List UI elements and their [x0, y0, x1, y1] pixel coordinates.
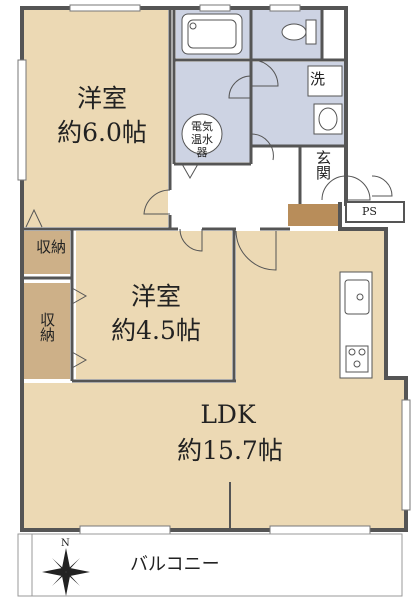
entrance-floor	[300, 146, 344, 204]
balcony-label: バルコニー	[130, 554, 220, 575]
storage-2-floor	[24, 283, 70, 379]
storage-1-floor	[24, 231, 70, 274]
entrance-label: 玄関	[314, 150, 332, 180]
doors	[25, 59, 393, 369]
water-heater-label: 電気温水器	[191, 120, 213, 159]
balcony	[17, 533, 403, 597]
kitchen-fixtures	[344, 279, 370, 373]
inner-walls	[22, 8, 346, 528]
western-room-2-floor	[76, 231, 232, 379]
washbasin	[313, 103, 343, 135]
shoebox	[288, 204, 338, 226]
washing-machine-spot	[307, 65, 343, 97]
ldk-floor	[24, 231, 404, 528]
western-room-1-size: 約6.0帖	[57, 118, 147, 147]
toilet	[281, 19, 317, 45]
western-room-2-name: 洋室	[130, 282, 181, 311]
western-room-2-size: 約4.5帖	[111, 316, 201, 345]
compass-icon	[42, 548, 90, 596]
storage-2-label: 収納	[38, 312, 56, 342]
hallway-floor	[172, 164, 300, 227]
pipe-space-box	[345, 201, 405, 223]
washroom-label: 洗	[310, 70, 326, 88]
north-label: N	[61, 538, 70, 549]
water-heater	[181, 113, 223, 155]
bathtub	[181, 13, 243, 55]
pipe-space-label: PS	[362, 205, 377, 218]
ldk-size: 約15.7帖	[177, 436, 283, 465]
ldk-name: LDK	[200, 400, 256, 429]
storage-1-label: 収納	[36, 238, 67, 256]
western-room-1-name: 洋室	[76, 84, 127, 113]
western-room-1-floor	[24, 10, 168, 227]
windows	[17, 4, 411, 535]
